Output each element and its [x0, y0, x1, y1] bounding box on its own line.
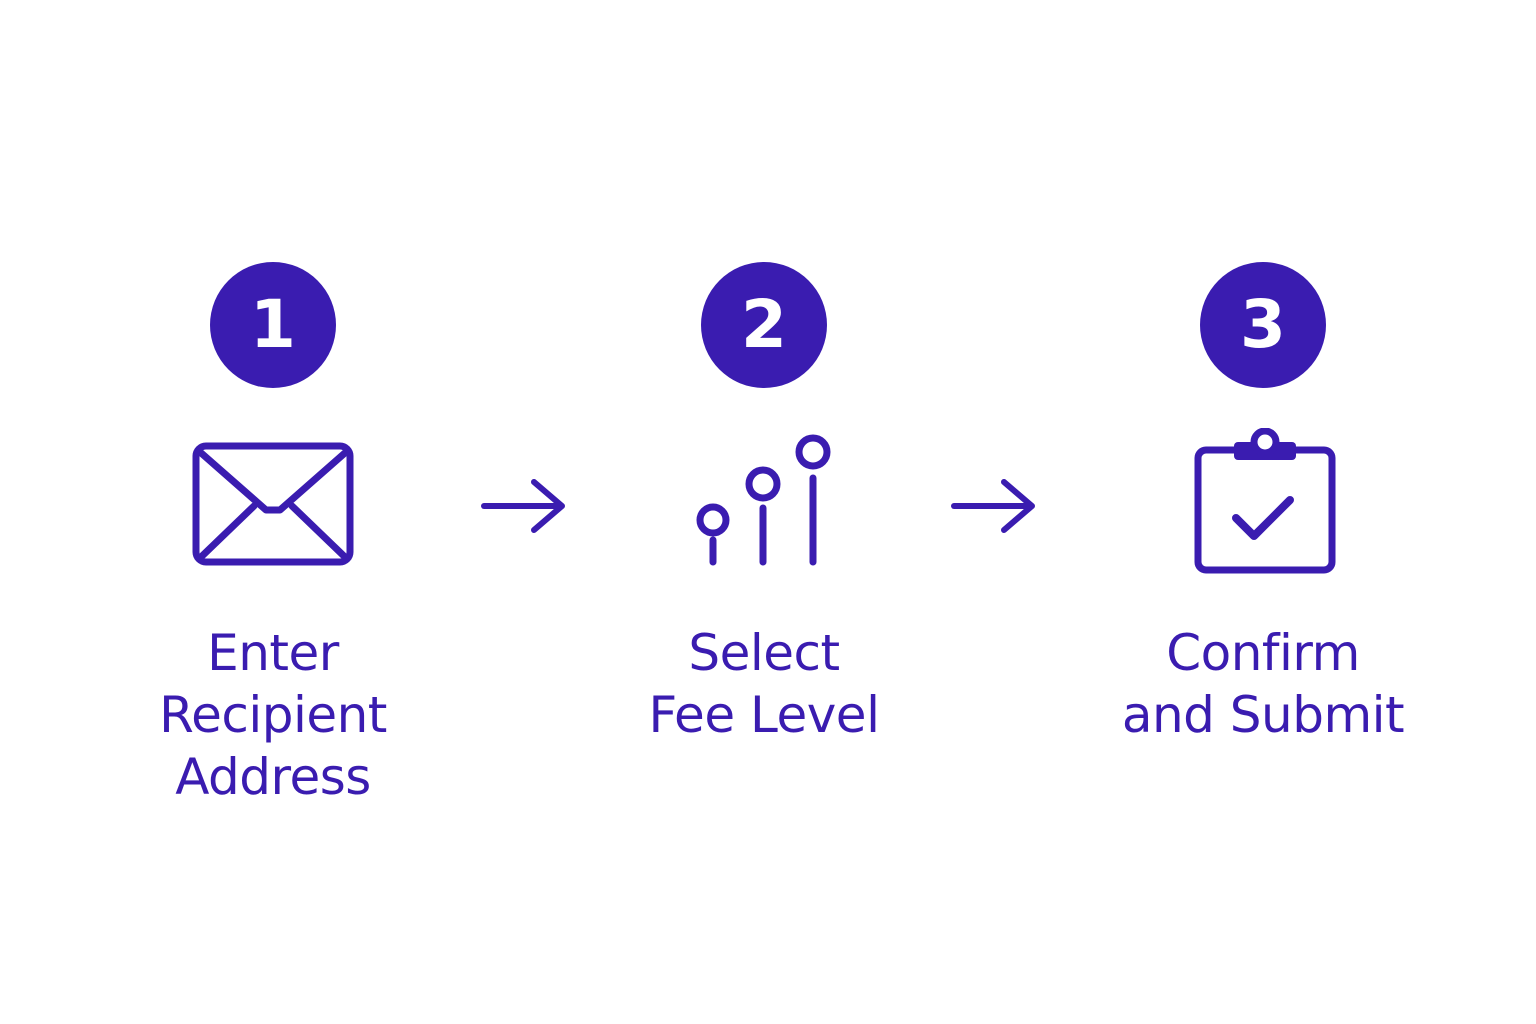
sliders-icon — [679, 428, 849, 578]
step-3-label-line-2: and Submit — [1121, 686, 1405, 744]
arrow-right-icon — [478, 476, 568, 536]
step-2-label-line-2: Fee Level — [648, 686, 880, 744]
step-1-label-line-3: Address — [175, 748, 371, 806]
step-1-label: Enter Recipient Address — [113, 622, 433, 808]
step-2-number-badge: 2 — [701, 262, 827, 388]
step-3-label: Confirm and Submit — [1103, 622, 1423, 746]
step-2: 2 Select Fee Level — [604, 262, 924, 746]
arrow-right-icon — [948, 476, 1038, 536]
step-1-label-line-2: Recipient — [159, 686, 387, 744]
step-3: 3 Confirm and Submit — [1103, 262, 1423, 746]
step-1: 1 Enter Recipient Address — [113, 262, 433, 808]
step-1-number-badge: 1 — [210, 262, 336, 388]
envelope-icon — [188, 428, 358, 578]
step-3-label-line-1: Confirm — [1166, 624, 1360, 682]
step-3-number-badge: 3 — [1200, 262, 1326, 388]
step-2-label: Select Fee Level — [604, 622, 924, 746]
clipboard-check-icon — [1178, 428, 1348, 578]
step-2-label-line-1: Select — [688, 624, 840, 682]
step-1-label-line-1: Enter — [207, 624, 339, 682]
